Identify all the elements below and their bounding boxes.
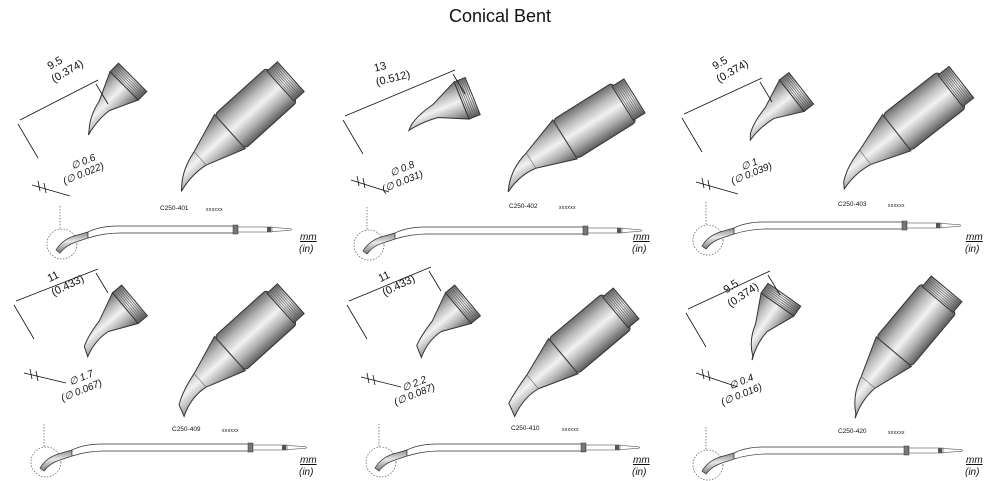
part-number-label: C250-401 xyxy=(160,205,189,212)
unit-mm-label: mm xyxy=(966,232,983,243)
tip-detail-view xyxy=(416,284,482,359)
tip-panel-c250-402: 13 (0.512) ∅ 0.8 (∅ 0.031) C250-402 xxxx… xyxy=(333,30,666,262)
cartridge-3d-view xyxy=(507,78,646,193)
tip-detail-view xyxy=(749,71,815,142)
cartridge-3d-view xyxy=(854,275,963,419)
tip-drawing xyxy=(13,268,308,478)
cartridge-side-view xyxy=(46,206,293,260)
marking-label: xxxxxx xyxy=(222,428,239,434)
unit-mm-label: mm xyxy=(966,455,983,466)
tip-detail-view xyxy=(87,62,148,136)
cartridge-3d-view xyxy=(178,283,305,418)
dimension-lines xyxy=(346,266,442,388)
unit-mm-label: mm xyxy=(633,455,650,466)
tip-panel-c250-403: 9.5 (0.374) ∅ 1 (∅ 0.039) C250-403 xxxxx… xyxy=(666,30,999,262)
tip-panel-c250-420: 9.5 (0.374) ∅ 0.4 (∅ 0.016) C250-420 xxx… xyxy=(666,249,999,481)
unit-in-label: (in) xyxy=(965,244,980,255)
part-number-label: C250-402 xyxy=(509,203,538,210)
unit-in-label: (in) xyxy=(299,244,314,255)
dimension-lines xyxy=(17,79,109,197)
tip-panel-c250-401: 9.5 (0.374) ∅ 0.6 (∅ 0.022) C250-401 xxx… xyxy=(0,30,333,262)
tip-drawing xyxy=(685,270,964,481)
tip-drawing xyxy=(681,65,975,256)
dimension-lines xyxy=(342,69,466,193)
tip-detail-view xyxy=(83,284,149,359)
part-number-label: C250-403 xyxy=(838,201,867,208)
unit-in-label: (in) xyxy=(299,467,314,478)
unit-mm-label: mm xyxy=(300,232,317,243)
unit-in-label: (in) xyxy=(632,244,647,255)
marking-label: xxxxxx xyxy=(559,205,576,211)
marking-label: xxxxxx xyxy=(206,207,223,213)
cartridge-side-view xyxy=(692,202,962,256)
tip-detail-view xyxy=(407,76,481,132)
tip-drawing xyxy=(346,266,641,478)
unit-in-label: (in) xyxy=(965,467,980,478)
marking-label: xxxxxx xyxy=(562,427,579,433)
tip-panel-c250-409: 11 (0.433) ∅ 1.7 (∅ 0.067) C250-409 xxxx… xyxy=(0,249,333,481)
cartridge-side-view xyxy=(353,207,643,261)
cartridge-side-view xyxy=(365,424,641,478)
marking-label: xxxxxx xyxy=(888,430,905,436)
tip-drawing xyxy=(342,69,646,261)
tip-drawing xyxy=(17,61,305,260)
cartridge-3d-view xyxy=(508,287,640,418)
dimension-lines xyxy=(685,270,781,388)
unit-mm-label: mm xyxy=(300,455,317,466)
page-title: Conical Bent xyxy=(448,6,552,26)
tip-panel-c250-410: 11 (0.433) ∅ 2.2 (∅ 0.087) C250-410 xxxx… xyxy=(333,249,666,481)
part-number-label: C250-420 xyxy=(838,428,867,435)
cartridge-3d-view xyxy=(180,61,305,192)
dimension-lines xyxy=(681,77,773,195)
part-number-label: C250-410 xyxy=(511,425,540,432)
cartridge-3d-view xyxy=(843,65,975,191)
marking-label: xxxxxx xyxy=(888,203,905,209)
unit-in-label: (in) xyxy=(632,467,647,478)
part-number-label: C250-409 xyxy=(172,426,201,433)
dimension-lines xyxy=(13,268,109,384)
cartridge-side-view xyxy=(30,424,308,478)
tip-detail-view xyxy=(750,282,802,361)
unit-mm-label: mm xyxy=(633,232,650,243)
cartridge-side-view xyxy=(692,427,964,481)
